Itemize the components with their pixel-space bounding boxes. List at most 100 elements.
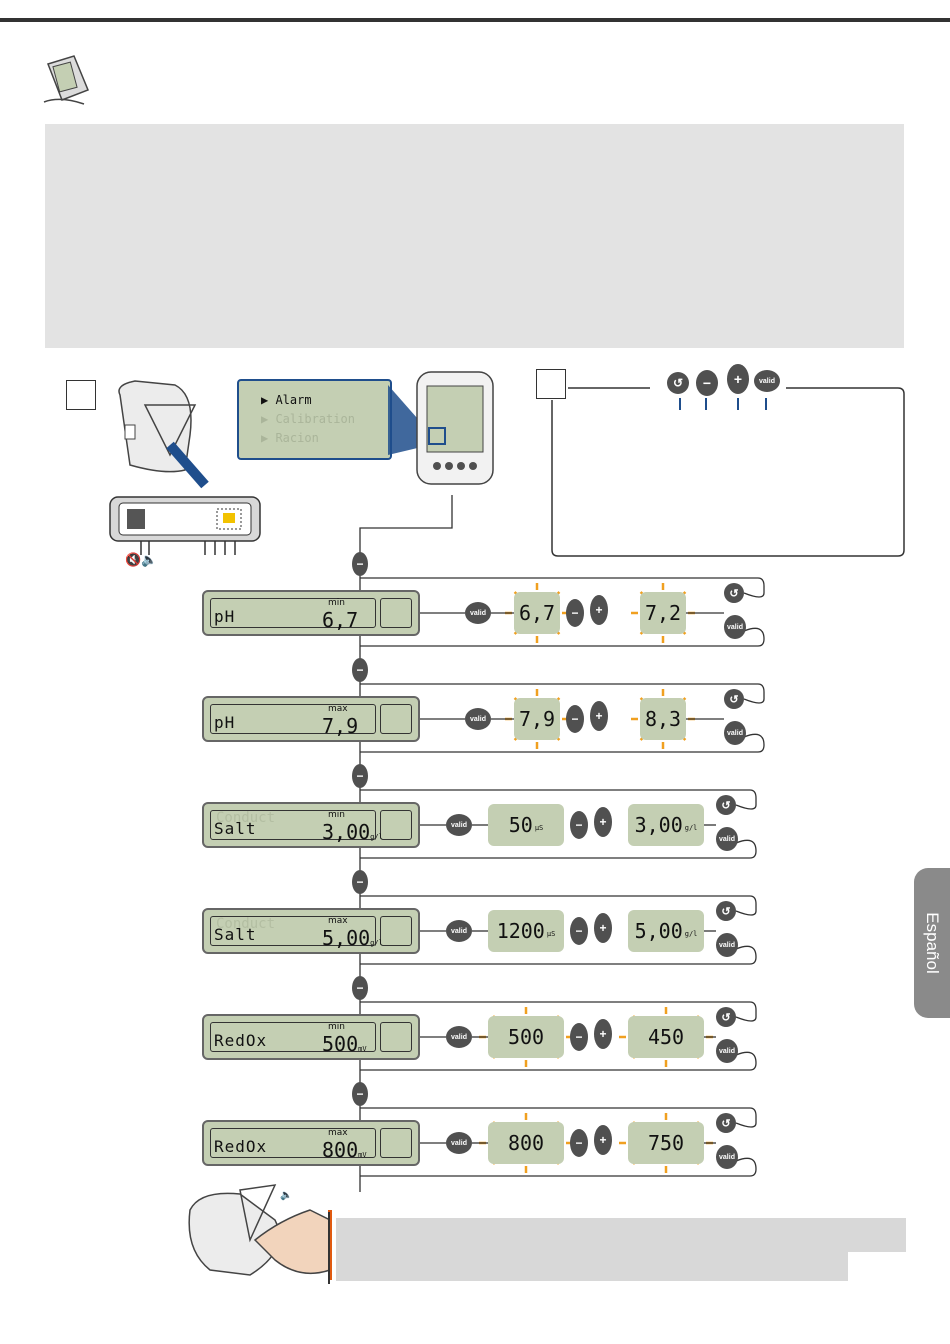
valid-button[interactable]: valid <box>716 1145 738 1169</box>
lcd-side-frame <box>380 1022 412 1052</box>
minus-button[interactable]: − <box>570 917 588 945</box>
lcd-side-frame <box>380 598 412 628</box>
adjust-to-value: 5,00 <box>634 919 683 943</box>
valid-button[interactable]: valid <box>716 1039 738 1063</box>
back-button[interactable]: ↺ <box>716 901 736 921</box>
menu-item-calibration[interactable]: ▶ Calibration <box>261 412 355 426</box>
device-icon <box>43 55 89 105</box>
device-front-illustration <box>416 371 494 485</box>
language-tab[interactable]: Español <box>914 868 950 1018</box>
back-button[interactable]: ↺ <box>716 1113 736 1133</box>
plus-button[interactable]: + <box>594 807 612 837</box>
step-box-1 <box>66 380 96 410</box>
menu-item-alarm[interactable]: ▶ Alarm <box>261 393 312 407</box>
svg-text:🔈: 🔈 <box>280 1190 292 1201</box>
lcd-side-frame <box>380 704 412 734</box>
lcd-value: 7,9 <box>322 714 359 738</box>
lcd-frame <box>210 810 376 840</box>
step-minus-button[interactable]: − <box>352 870 368 894</box>
adjust-from-value: 1200 <box>496 919 545 943</box>
valid-button[interactable]: valid <box>446 920 472 942</box>
valid-button[interactable]: valid <box>716 933 738 957</box>
plus-button[interactable]: + <box>594 1019 612 1049</box>
plus-button[interactable]: + <box>590 595 608 625</box>
valid-button[interactable]: valid <box>724 721 746 745</box>
step-minus-button[interactable]: − <box>352 764 368 788</box>
plus-button[interactable]: + <box>590 701 608 731</box>
lcd-side-frame <box>380 1128 412 1158</box>
step-minus-button[interactable]: − <box>352 1082 368 1106</box>
minus-button[interactable]: − <box>570 811 588 839</box>
adjust-from-unit: µS <box>534 824 544 832</box>
intro-panel <box>45 124 904 348</box>
minus-button[interactable]: − <box>696 370 718 396</box>
adjust-to-value: 750 <box>647 1131 685 1155</box>
lcd-value: 5,00g/l <box>322 926 383 950</box>
valid-button[interactable]: valid <box>465 602 491 624</box>
valid-button[interactable]: valid <box>716 827 738 851</box>
adjust-to-unit: g/l <box>684 824 698 832</box>
ghost-label: Conduct <box>216 916 276 932</box>
valid-button[interactable]: valid <box>754 370 780 392</box>
minus-button[interactable]: − <box>570 1023 588 1051</box>
lcd-value: 800mV <box>322 1138 367 1162</box>
plus-button[interactable]: + <box>594 913 612 943</box>
menu-panel: ▶ Alarm ▶ Calibration ▶ Racion <box>237 379 392 460</box>
step-minus-button[interactable]: − <box>352 552 368 576</box>
valid-button[interactable]: valid <box>446 1026 472 1048</box>
adjust-from-unit: µS <box>546 930 556 938</box>
lcd-unit: g/l <box>370 833 383 841</box>
lcd-side-frame <box>380 916 412 946</box>
valid-button[interactable]: valid <box>465 708 491 730</box>
minus-button[interactable]: − <box>566 599 584 627</box>
adjust-from-lcd: 6,7 <box>514 592 560 634</box>
adjust-to-lcd: 8,3 <box>640 698 686 740</box>
lcd-side-frame <box>380 810 412 840</box>
lcd-frame <box>210 1022 376 1052</box>
lcd-limit-tag: min <box>328 810 345 820</box>
adjust-to-value: 450 <box>647 1025 685 1049</box>
lcd-unit: g/l <box>370 939 383 947</box>
back-button[interactable]: ↺ <box>667 372 689 394</box>
lcd-unit: mV <box>358 1151 367 1159</box>
menu-item-racion[interactable]: ▶ Racion <box>261 431 319 445</box>
reset-hand-illustration: 🔈 <box>188 1184 332 1280</box>
step-minus-button[interactable]: − <box>352 976 368 1000</box>
adjust-from-lcd: 7,9 <box>514 698 560 740</box>
minus-button[interactable]: − <box>570 1129 588 1157</box>
step-minus-button[interactable]: − <box>352 658 368 682</box>
lcd-unit: mV <box>358 1045 367 1053</box>
valid-button[interactable]: valid <box>446 1132 472 1154</box>
lcd-parameter-label: RedOx <box>214 1137 268 1156</box>
minus-button[interactable]: − <box>566 705 584 733</box>
back-button[interactable]: ↺ <box>716 795 736 815</box>
lcd-parameter-label: pH <box>214 713 236 732</box>
back-button[interactable]: ↺ <box>724 583 744 603</box>
lcd-parameter-label: Salt <box>214 819 257 838</box>
valid-button[interactable]: valid <box>446 814 472 836</box>
note-rule <box>328 1212 330 1284</box>
plus-button[interactable]: + <box>727 364 749 394</box>
lcd-frame <box>210 704 376 734</box>
back-button[interactable]: ↺ <box>724 689 744 709</box>
lcd-value: 6,7 <box>322 608 359 632</box>
valid-button[interactable]: valid <box>724 615 746 639</box>
lcd-limit-tag: min <box>328 598 345 608</box>
back-button[interactable]: ↺ <box>716 1007 736 1027</box>
lcd-value: 3,00g/l <box>322 820 383 844</box>
lcd-limit-tag: max <box>328 1128 348 1138</box>
adjust-from-lcd: 500 <box>488 1016 564 1058</box>
plus-button[interactable]: + <box>594 1125 612 1155</box>
lcd-frame <box>210 916 376 946</box>
adjust-to-value: 3,00 <box>634 813 683 837</box>
lcd-value: 500mV <box>322 1032 367 1056</box>
lcd-frame <box>210 598 376 628</box>
